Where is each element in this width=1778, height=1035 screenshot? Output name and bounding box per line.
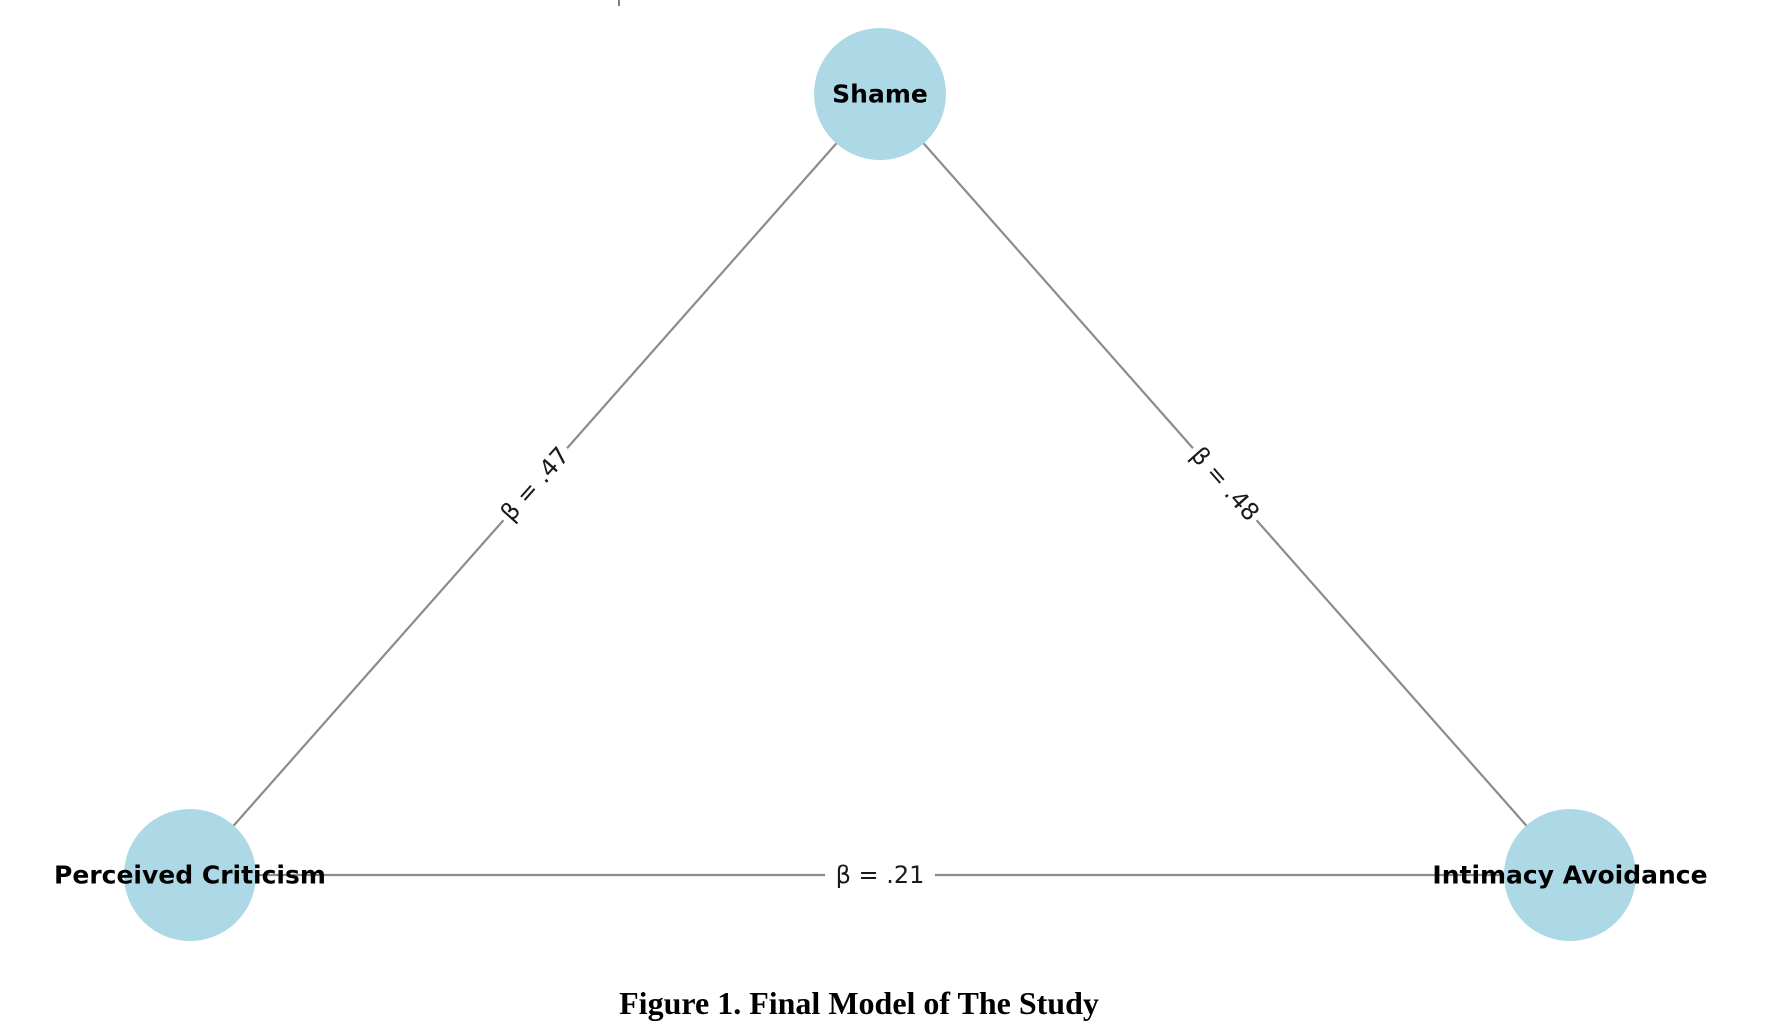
node-label: Intimacy Avoidance bbox=[1432, 861, 1707, 890]
node-label: Shame bbox=[832, 80, 928, 109]
edge-label-criticism-avoidance: β = .21 bbox=[825, 857, 935, 893]
node-circle bbox=[1504, 809, 1636, 941]
edge-label-shame-avoidance: β = .48 bbox=[1179, 436, 1271, 532]
edge-label-text: β = .21 bbox=[836, 861, 925, 889]
node-circle bbox=[814, 28, 946, 160]
node-shame: Shame bbox=[814, 28, 946, 160]
node-intimacy-avoidance: Intimacy Avoidance bbox=[1432, 809, 1708, 941]
edges bbox=[189, 93, 1571, 877]
edge-label-text: β = .47 bbox=[495, 441, 575, 526]
node-perceived-criticism: Perceived Criticism bbox=[54, 809, 326, 941]
node-circle bbox=[124, 809, 256, 941]
figure-caption: Figure 1. Final Model of The Study bbox=[619, 985, 1099, 1021]
edge-label-text: β = .48 bbox=[1185, 441, 1265, 526]
edge-label-criticism-shame: β = .47 bbox=[489, 436, 581, 532]
node-label: Perceived Criticism bbox=[54, 861, 326, 890]
